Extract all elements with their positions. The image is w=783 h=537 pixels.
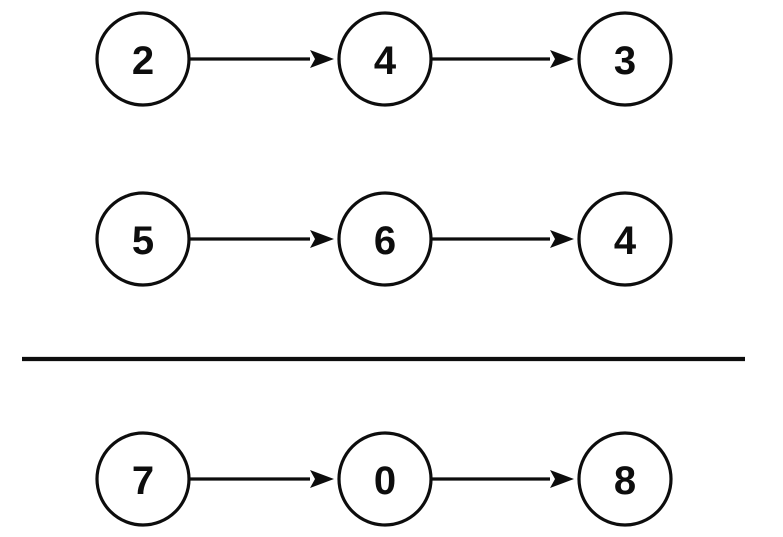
edge-row1-node2-to-node3 — [431, 50, 574, 68]
node-label: 7 — [132, 459, 154, 503]
edge-row1-node1-to-node2 — [189, 50, 334, 68]
node-circle[interactable] — [337, 431, 433, 527]
chain-row-2: 5 6 4 — [95, 191, 673, 287]
node-row1-col3[interactable]: 3 — [577, 11, 673, 107]
node-label: 3 — [614, 39, 636, 83]
node-circle[interactable] — [577, 431, 673, 527]
chain-row-3: 7 0 8 — [95, 431, 673, 527]
arrowhead-icon — [550, 50, 574, 68]
node-circle[interactable] — [95, 431, 191, 527]
node-circle[interactable] — [95, 11, 191, 107]
arrowhead-icon — [550, 470, 574, 488]
node-row2-col3[interactable]: 4 — [577, 191, 673, 287]
node-label: 6 — [374, 219, 396, 263]
edge-row3-node1-to-node2 — [189, 470, 334, 488]
node-circle[interactable] — [337, 11, 433, 107]
node-row2-col2[interactable]: 6 — [337, 191, 433, 287]
node-circle[interactable] — [95, 191, 191, 287]
chain-row-1: 2 4 3 — [95, 11, 673, 107]
node-row1-col2[interactable]: 4 — [337, 11, 433, 107]
node-row3-col2[interactable]: 0 — [337, 431, 433, 527]
node-label: 5 — [132, 219, 154, 263]
edge-row2-node2-to-node3 — [431, 230, 574, 248]
node-circle[interactable] — [577, 11, 673, 107]
arrowhead-icon — [310, 470, 334, 488]
node-row3-col3[interactable]: 8 — [577, 431, 673, 527]
node-label: 4 — [374, 39, 397, 83]
node-label: 0 — [374, 459, 396, 503]
node-row2-col1[interactable]: 5 — [95, 191, 191, 287]
arrowhead-icon — [310, 50, 334, 68]
arrowhead-icon — [550, 230, 574, 248]
node-label: 2 — [132, 39, 154, 83]
edge-row2-node1-to-node2 — [189, 230, 334, 248]
edge-row3-node2-to-node3 — [431, 470, 574, 488]
node-circle[interactable] — [337, 191, 433, 287]
node-label: 4 — [614, 219, 637, 263]
node-row1-col1[interactable]: 2 — [95, 11, 191, 107]
arrowhead-icon — [310, 230, 334, 248]
node-circle[interactable] — [577, 191, 673, 287]
node-row3-col1[interactable]: 7 — [95, 431, 191, 527]
node-label: 8 — [614, 459, 636, 503]
